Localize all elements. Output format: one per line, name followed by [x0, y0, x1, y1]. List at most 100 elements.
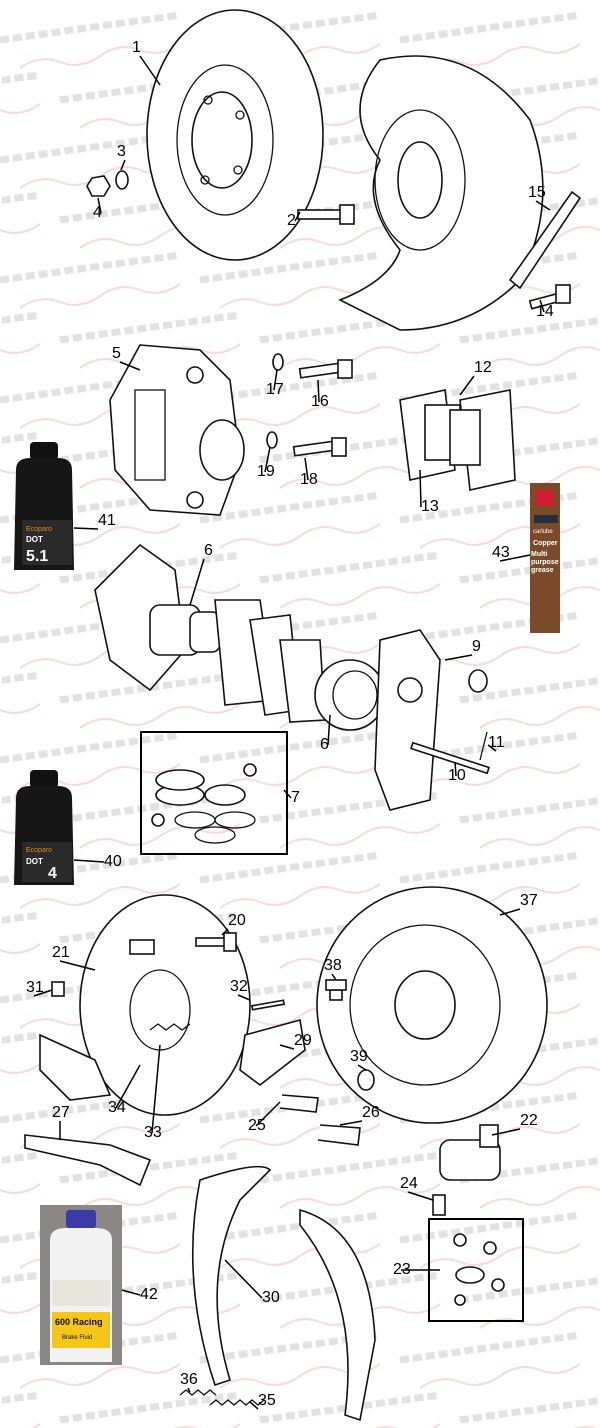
brake-fluid-bottle-dot4: Ecoparo DOT 4 [14, 770, 74, 885]
callout-33: 33 [144, 1124, 162, 1141]
bleed-nipple [432, 1194, 446, 1216]
spring [149, 1023, 191, 1031]
callout-14: 14 [536, 303, 554, 320]
racing-brake-fluid-bottle: 600 Racing Brake Fluid [40, 1205, 122, 1365]
callout-16: 16 [311, 393, 329, 410]
callout-6: 6 [320, 736, 329, 753]
spring-clip [279, 1094, 319, 1113]
callout-35: 35 [258, 1392, 276, 1409]
fluid-sub: Brake Fluid [62, 1335, 92, 1341]
callout-27: 27 [52, 1104, 70, 1121]
callout-39: 39 [350, 1048, 368, 1065]
pin [250, 999, 286, 1011]
fluid-brand: Ecoparo [26, 526, 52, 533]
callout-23: 23 [393, 1261, 411, 1278]
washer [115, 170, 129, 190]
leader-line [187, 1387, 191, 1393]
callout-22: 22 [520, 1112, 538, 1129]
leader-line [459, 375, 475, 396]
grease-brand: carlube [533, 529, 553, 535]
callout-32: 32 [230, 978, 248, 995]
seal-kit [151, 763, 257, 844]
callout-26: 26 [362, 1104, 380, 1121]
callout-36: 36 [180, 1371, 198, 1388]
leader-line [273, 369, 278, 391]
callout-6: 6 [204, 542, 213, 559]
seal-kit-box [140, 731, 288, 855]
leader-line [357, 1064, 367, 1071]
leader-line [327, 714, 331, 746]
callout-21: 21 [52, 944, 70, 961]
cylinder-kit-box [428, 1218, 524, 1322]
fluid-grade: 4 [48, 865, 57, 882]
callout-15: 15 [528, 184, 546, 201]
leader-line [139, 55, 161, 86]
leader-line [539, 299, 545, 313]
bolt [292, 437, 347, 457]
callout-10: 10 [448, 767, 466, 784]
copper-grease-tube: carlube Copper [530, 483, 560, 633]
callout-20: 20 [228, 912, 246, 929]
fluid-label: 600 Racing [55, 1317, 103, 1327]
callout-25: 25 [248, 1117, 266, 1134]
callout-37: 37 [520, 892, 538, 909]
leader-line [407, 1191, 434, 1201]
brake-pads [399, 389, 516, 491]
leader-line [249, 1401, 259, 1410]
leader-line [151, 1044, 161, 1134]
callout-17: 17 [266, 381, 284, 398]
callout-34: 34 [108, 1099, 126, 1116]
brake-shoes [191, 1165, 376, 1422]
leader-lines [33, 55, 551, 1410]
leader-line [119, 361, 141, 371]
callout-29: 29 [294, 1032, 312, 1049]
spring [179, 1389, 217, 1396]
callout-4: 4 [93, 204, 102, 221]
spring [209, 1399, 265, 1406]
leader-line [444, 654, 473, 661]
washer [266, 431, 278, 449]
grease-label: Copper [533, 540, 558, 547]
leader-line [59, 960, 96, 971]
fluid-brand: Ecoparo [26, 847, 52, 854]
handbrake-lever [39, 1033, 112, 1101]
adjuster-cap [357, 1069, 375, 1091]
fluid-label: DOT [26, 535, 43, 544]
leader-line [487, 744, 497, 752]
leader-line [237, 994, 251, 1001]
callout-9: 9 [472, 638, 481, 655]
leader-line [419, 469, 422, 508]
leader-line [339, 1120, 363, 1126]
callout-1: 1 [132, 39, 141, 56]
callout-2: 2 [287, 212, 296, 229]
bolt [528, 284, 571, 310]
cylinder-kit [453, 1233, 505, 1306]
callout-11: 11 [488, 734, 505, 751]
callout-43: 43 [492, 544, 510, 561]
callout-19: 19 [257, 463, 275, 480]
leader-line [331, 973, 337, 981]
callout-24: 24 [400, 1175, 418, 1192]
bolt [195, 932, 237, 952]
fluid-grade: 5.1 [26, 548, 48, 565]
leader-line [73, 527, 99, 530]
callout-30: 30 [262, 1289, 280, 1306]
lever [239, 1018, 306, 1087]
lock-plate [508, 190, 582, 290]
spring-clip [317, 1124, 361, 1146]
callout-13: 13 [421, 498, 439, 515]
callout-3: 3 [117, 143, 126, 160]
disc-shield [338, 55, 544, 331]
leader-line [97, 197, 102, 214]
leader-line [499, 554, 531, 562]
leader-line [499, 908, 521, 916]
leader-line [304, 457, 309, 481]
caliper [109, 344, 245, 516]
brake-drum [316, 886, 548, 1124]
bolt [297, 204, 355, 225]
leader-line [279, 1044, 295, 1050]
leader-line [189, 558, 205, 606]
grease-description: Multi purpose grease [531, 551, 559, 574]
leader-line [224, 1259, 263, 1299]
